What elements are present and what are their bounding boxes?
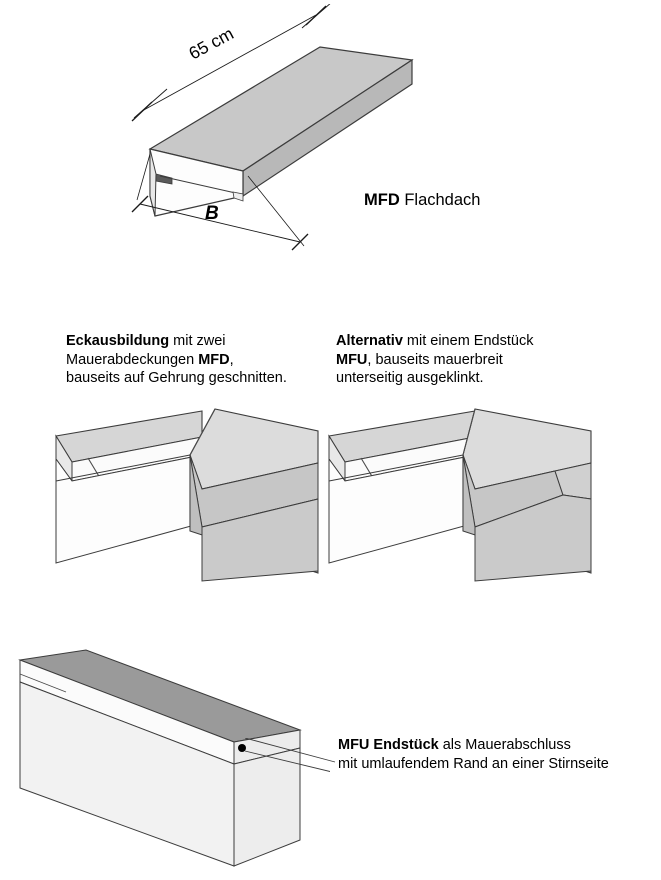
label-mfd-rest: Flachdach xyxy=(399,191,481,209)
callout-dot-icon xyxy=(238,744,246,752)
caption-eckausbildung-line2: Mauerabdeckungen MFD, xyxy=(66,351,287,370)
corner-left-miter-joint-line xyxy=(87,457,101,479)
caption-alternativ-line1-rest: mit einem Endstück xyxy=(402,333,534,349)
dimension-B-label: B xyxy=(205,203,219,224)
caption-eckausbildung-line3: bauseits auf Gehrung geschnitten. xyxy=(66,370,287,386)
slab-drip-groove-right xyxy=(232,191,244,202)
corner2-right-wall-front xyxy=(474,494,592,582)
figure-corner-mfu xyxy=(328,408,592,582)
caption-alternativ-line1: Alternativ mit einem Endstück xyxy=(336,332,533,351)
caption-mfu-line1: MFU Endstück als Mauerabschluss xyxy=(338,736,609,755)
caption-eckausbildung-line2-pre: Mauerabdeckungen xyxy=(66,351,199,368)
corner2-left-joint-line xyxy=(360,457,374,479)
corner-right-wall-front xyxy=(201,498,319,582)
figure-wall-end-mfu xyxy=(18,649,330,867)
caption-alternativ-line3: unterseitig ausgeklinkt. xyxy=(336,370,484,386)
callout-leader-line-ext xyxy=(245,738,336,763)
corner2-butt-joint-line xyxy=(462,408,476,456)
caption-alternativ-line2-post: , bauseits mauerbreit xyxy=(367,351,503,368)
caption-alternativ-line2-bold: MFU xyxy=(336,351,368,368)
corner-miter-diagonal xyxy=(189,408,216,456)
caption-eckausbildung-line1-rest: mit zwei xyxy=(169,333,226,349)
slab-left-end-face xyxy=(149,148,157,217)
slab-drip-groove-left xyxy=(155,173,173,185)
figure-corner-miter xyxy=(55,408,319,582)
caption-eckausbildung-line1-bold: Eckausbildung xyxy=(66,333,170,349)
callout-leader-extension xyxy=(245,738,336,763)
dimension-B xyxy=(131,153,309,251)
caption-mfu-line2: mit umlaufendem Rand an einer Stirnseite xyxy=(338,755,609,772)
corner2-left-wall-topline xyxy=(328,454,464,482)
dimension-65cm xyxy=(131,4,331,122)
caption-alternativ-line1-bold: Alternativ xyxy=(336,333,403,349)
caption-eckausbildung-line1: Eckausbildung mit zwei xyxy=(66,332,287,351)
slab-drip-groove-line xyxy=(159,175,241,195)
caption-alternativ-line2: MFU, bauseits mauerbreit xyxy=(336,351,533,370)
caption-mfu-line1-rest: als Mauerabschluss xyxy=(438,737,571,753)
caption-mfu-line1-bold: MFU Endstück xyxy=(338,737,439,753)
slab-body xyxy=(148,46,414,217)
callout-leader-line xyxy=(244,750,330,772)
corner-left-wall-topline xyxy=(55,454,191,482)
caption-eckausbildung-line2-bold: MFD xyxy=(198,351,230,368)
label-mfd-bold: MFD xyxy=(364,191,400,209)
dimension-65cm-label: 65 cm xyxy=(185,23,236,63)
label-mfd-flachdach: MFD Flachdach xyxy=(364,190,480,210)
figure-mfd-slab: 65 cm B xyxy=(131,4,414,251)
caption-eckausbildung-line2-post: , xyxy=(229,351,234,368)
wall-end-fascia-seam xyxy=(19,673,67,693)
